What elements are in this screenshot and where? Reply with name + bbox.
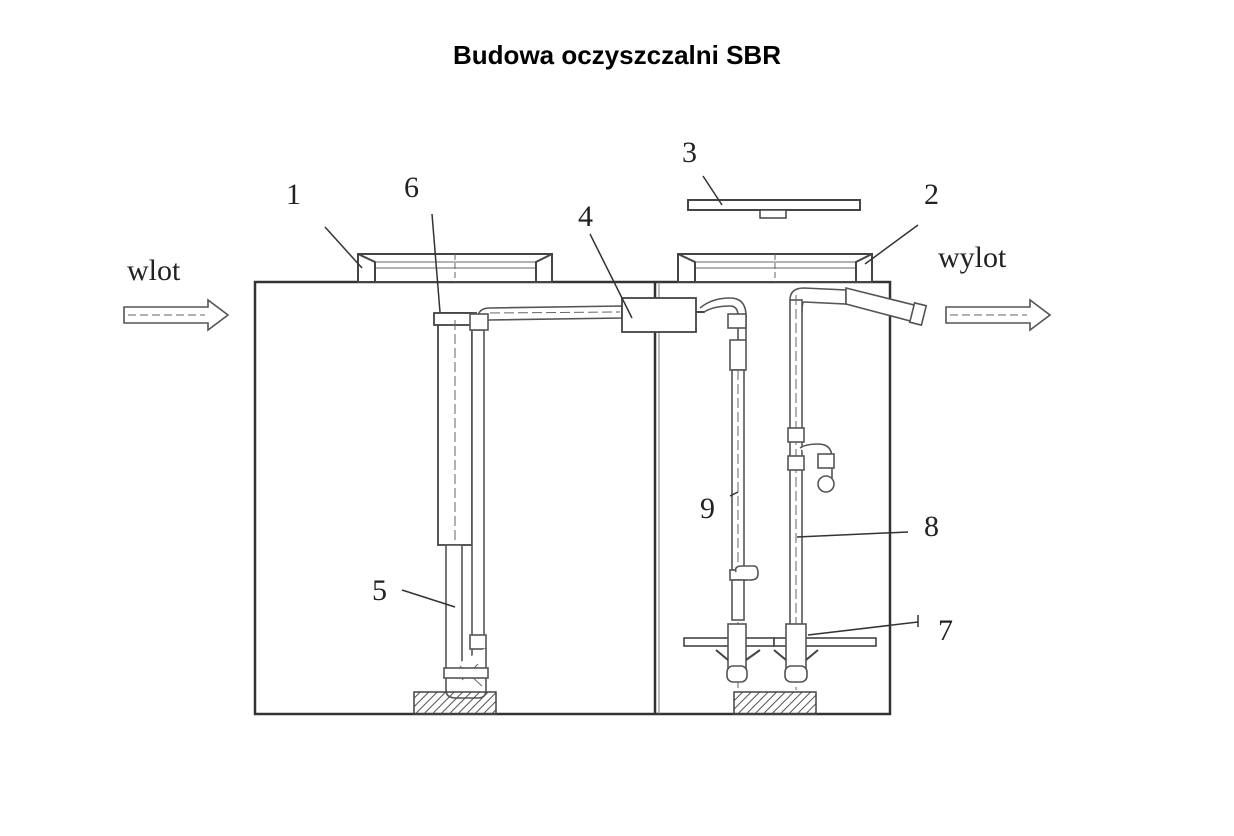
inlet-arrow-icon — [123, 298, 230, 332]
label-5: 5 — [372, 574, 387, 607]
label-1: 1 — [286, 178, 301, 211]
air-pipe — [469, 305, 623, 331]
foundation-left — [413, 691, 497, 715]
right-collar — [677, 253, 873, 283]
inlet-label: wlot — [127, 254, 181, 287]
label-9: 9 — [700, 492, 715, 525]
outlet-label: wylot — [938, 241, 1007, 274]
leader-lines — [324, 175, 919, 636]
left-collar — [357, 253, 553, 283]
label-3: 3 — [682, 136, 697, 169]
pipe-9 — [683, 297, 775, 690]
page-title: Budowa oczyszczalni SBR — [453, 40, 781, 70]
label-4: 4 — [578, 200, 593, 233]
label-2: 2 — [924, 178, 939, 211]
pipe-8 — [773, 286, 928, 690]
label-6: 6 — [404, 171, 419, 204]
label-8: 8 — [924, 510, 939, 543]
lid — [687, 199, 861, 219]
outlet-arrow-icon — [945, 298, 1052, 332]
left-column — [433, 312, 489, 699]
foundation-right — [733, 691, 817, 715]
label-7: 7 — [938, 614, 953, 647]
